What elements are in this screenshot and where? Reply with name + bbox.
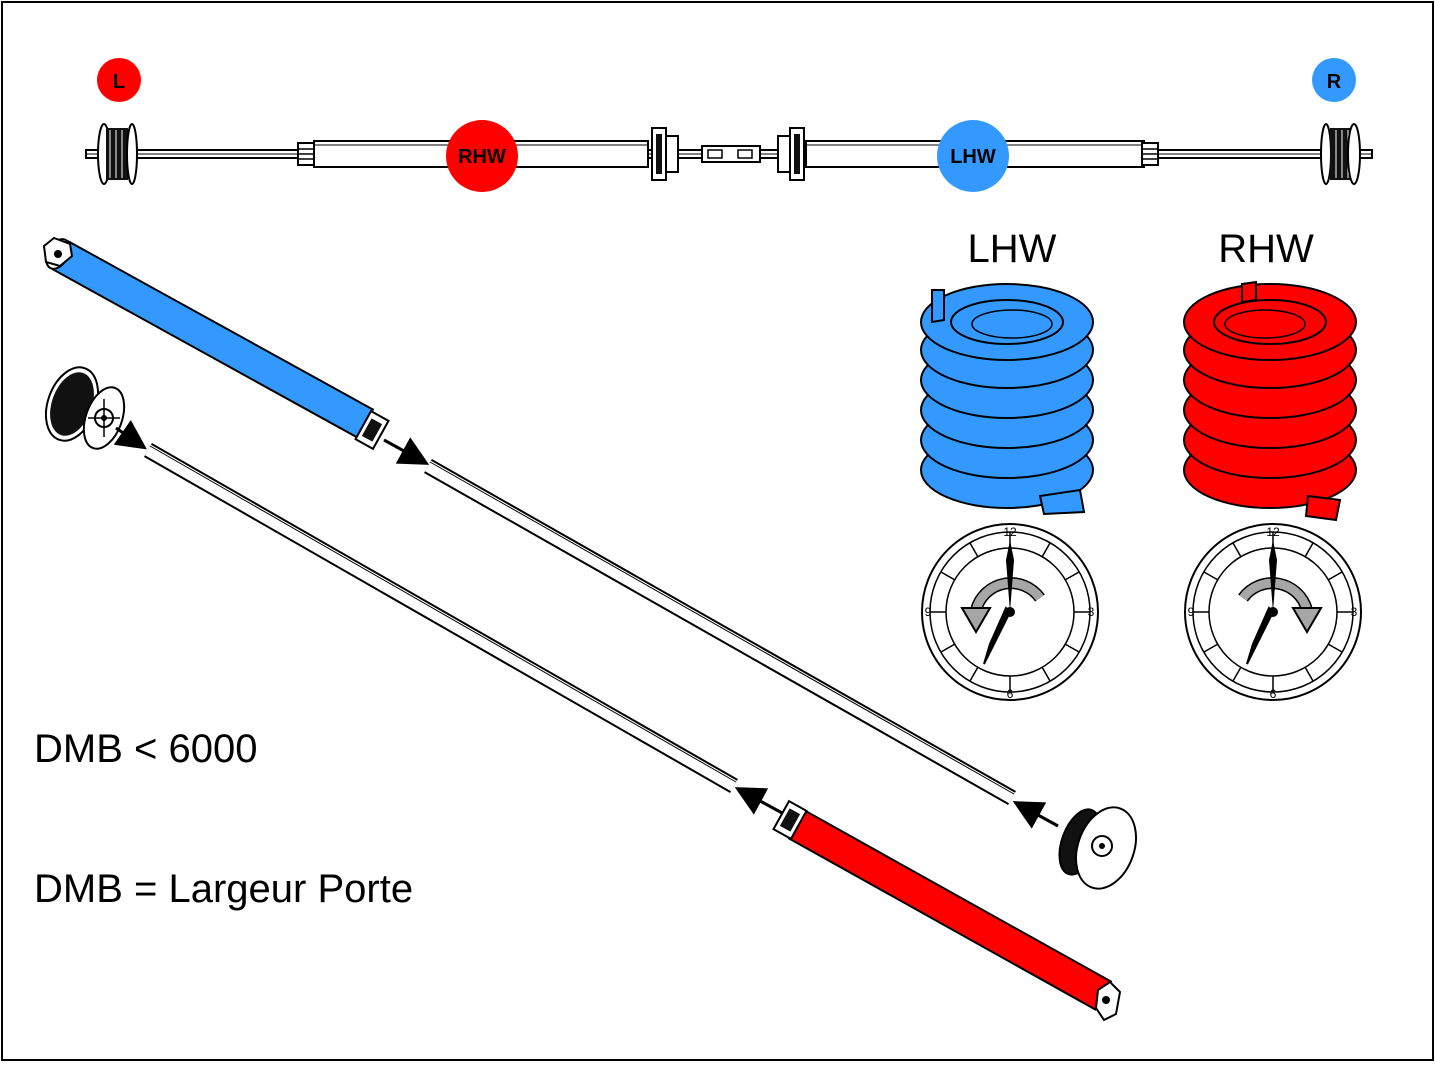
rhw-clock-9: 9 <box>1188 605 1195 619</box>
left-drum <box>97 123 138 185</box>
left-side-label: L <box>113 71 125 93</box>
lhw-clock-12: 12 <box>1003 525 1017 539</box>
lhw-clock-3: 3 <box>1088 605 1095 619</box>
left-side-badge <box>97 58 141 102</box>
ccw-arrow-icon <box>960 607 992 634</box>
rhw-title: RHW <box>1218 227 1314 271</box>
exploded-view <box>42 236 1137 1022</box>
arrow-drum-to-tube <box>1012 801 1059 829</box>
arrow-red-to-tube <box>734 787 785 816</box>
shaft-assembly: L R RHW LHW <box>85 58 1373 192</box>
center-coupler <box>651 127 805 181</box>
right-white-tube <box>424 459 1016 805</box>
blue-spring-iso <box>42 236 390 451</box>
lhw-winding-clock: 12 3 6 9 <box>921 523 1099 701</box>
arrow-left-drum <box>113 420 147 450</box>
rhw-badge <box>446 120 518 192</box>
rhw-clock-12: 12 <box>1266 525 1280 539</box>
lhw-badge-label: LHW <box>950 146 996 168</box>
rhw-clock-6: 6 <box>1270 687 1277 701</box>
left-white-tube <box>144 443 738 793</box>
drum-upper-left-iso <box>44 366 126 450</box>
lhw-clock-9: 9 <box>925 605 932 619</box>
rhw-spring-detail: RHW <box>1183 227 1357 522</box>
note-dmb-limit: DMB < 6000 <box>34 727 257 771</box>
note-dmb-definition: DMB = Largeur Porte <box>34 867 413 911</box>
rhw-clock-3: 3 <box>1351 605 1358 619</box>
right-drum <box>1320 123 1361 185</box>
lhw-clock-6: 6 <box>1007 687 1014 701</box>
cw-arrow-icon <box>1291 607 1323 634</box>
lhw-badge <box>937 120 1009 192</box>
arrow-upper-right-tube <box>383 437 430 465</box>
lhw-title: LHW <box>968 227 1057 271</box>
lhw-spring-detail: LHW <box>920 227 1094 516</box>
red-spring-iso <box>772 799 1122 1022</box>
right-side-badge <box>1312 58 1356 102</box>
right-side-label: R <box>1327 71 1342 93</box>
rhw-winding-clock: 12 3 6 9 <box>1184 523 1362 701</box>
rhw-badge-label: RHW <box>458 146 506 168</box>
drum-lower-right-iso <box>1058 806 1137 890</box>
